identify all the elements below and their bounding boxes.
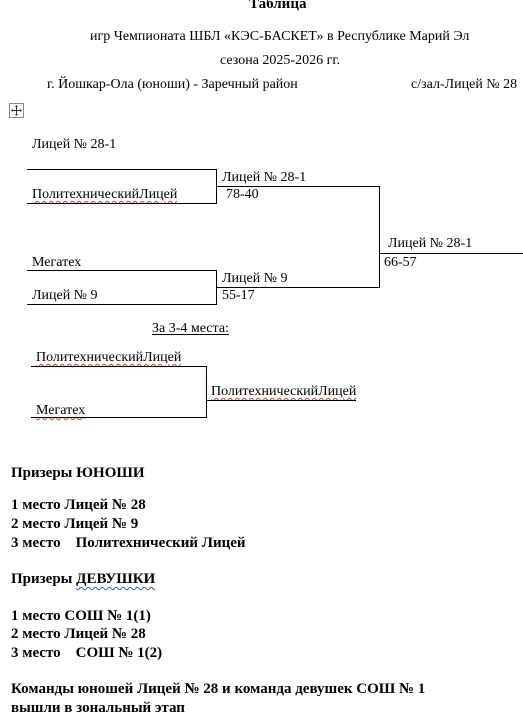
bracket-line <box>379 186 380 287</box>
prize-boys-third: 3 место Политехнический Лицей <box>11 535 246 551</box>
prizes-girls-heading: Призеры ДЕВУШКИ <box>11 571 155 588</box>
bracket-line <box>216 186 379 187</box>
sf2-score: 55-17 <box>222 288 255 303</box>
sf1-winner: Лицей № 28-1 <box>222 170 307 185</box>
prizes-girls-word: ДЕВУШКИ <box>76 571 156 587</box>
season-line: сезона 2025-2026 гг. <box>220 53 340 68</box>
third-team-a: ПолитехническийЛицей <box>36 350 182 365</box>
bracket-line <box>27 270 216 271</box>
bracket-line <box>27 203 216 204</box>
bracket-line <box>27 169 216 170</box>
final-winner: Лицей № 28-1 <box>388 236 473 251</box>
move-arrows-icon[interactable] <box>9 103 24 118</box>
third-place-title: За 3-4 места: <box>152 321 229 336</box>
bracket-line <box>379 253 523 254</box>
seed-top-team: Лицей № 28-1 <box>32 137 117 152</box>
bracket-line <box>206 400 356 401</box>
r1-team-b: Мегатех <box>32 255 82 270</box>
prizes-boys-heading: Призеры ЮНОШИ <box>11 465 145 481</box>
footer-line1: Команды юношей Лицей № 28 и команда деву… <box>11 681 426 697</box>
third-team-b: Мегатех <box>36 403 86 418</box>
prize-boys-first: 1 место Лицей № 28 <box>11 497 146 513</box>
city-line: г. Йошкар-Ола (юноши) - Заречный район <box>47 77 298 92</box>
bracket-line <box>216 287 380 288</box>
championship-line: игр Чемпионата ШБЛ «КЭС-БАСКЕТ» в Респуб… <box>90 29 470 44</box>
sf1-score: 78-40 <box>226 187 259 202</box>
footer-line2: вышли в зональный этап <box>11 700 185 716</box>
bracket-line <box>31 366 206 367</box>
sf2-winner: Лицей № 9 <box>222 271 288 286</box>
r1-team-a: ПолитехническийЛицей <box>32 187 178 202</box>
prizes-girls-prefix: Призеры <box>11 571 77 587</box>
bracket-line <box>31 417 206 418</box>
final-score: 66-57 <box>384 255 417 270</box>
prize-girls-third: 3 место СОШ № 1(2) <box>11 645 163 661</box>
prize-girls-second: 2 место Лицей № 28 <box>11 626 146 642</box>
third-winner: ПолитехническийЛицей <box>211 384 357 399</box>
r1-team-c: Лицей № 9 <box>32 288 98 303</box>
venue-line: с/зал-Лицей № 28 <box>411 77 518 92</box>
page-title: Таблица <box>249 0 307 12</box>
bracket-line <box>206 366 207 418</box>
prize-boys-second: 2 место Лицей № 9 <box>11 516 139 532</box>
bracket-line <box>27 304 216 305</box>
prize-girls-first: 1 место СОШ № 1(1) <box>11 608 151 624</box>
